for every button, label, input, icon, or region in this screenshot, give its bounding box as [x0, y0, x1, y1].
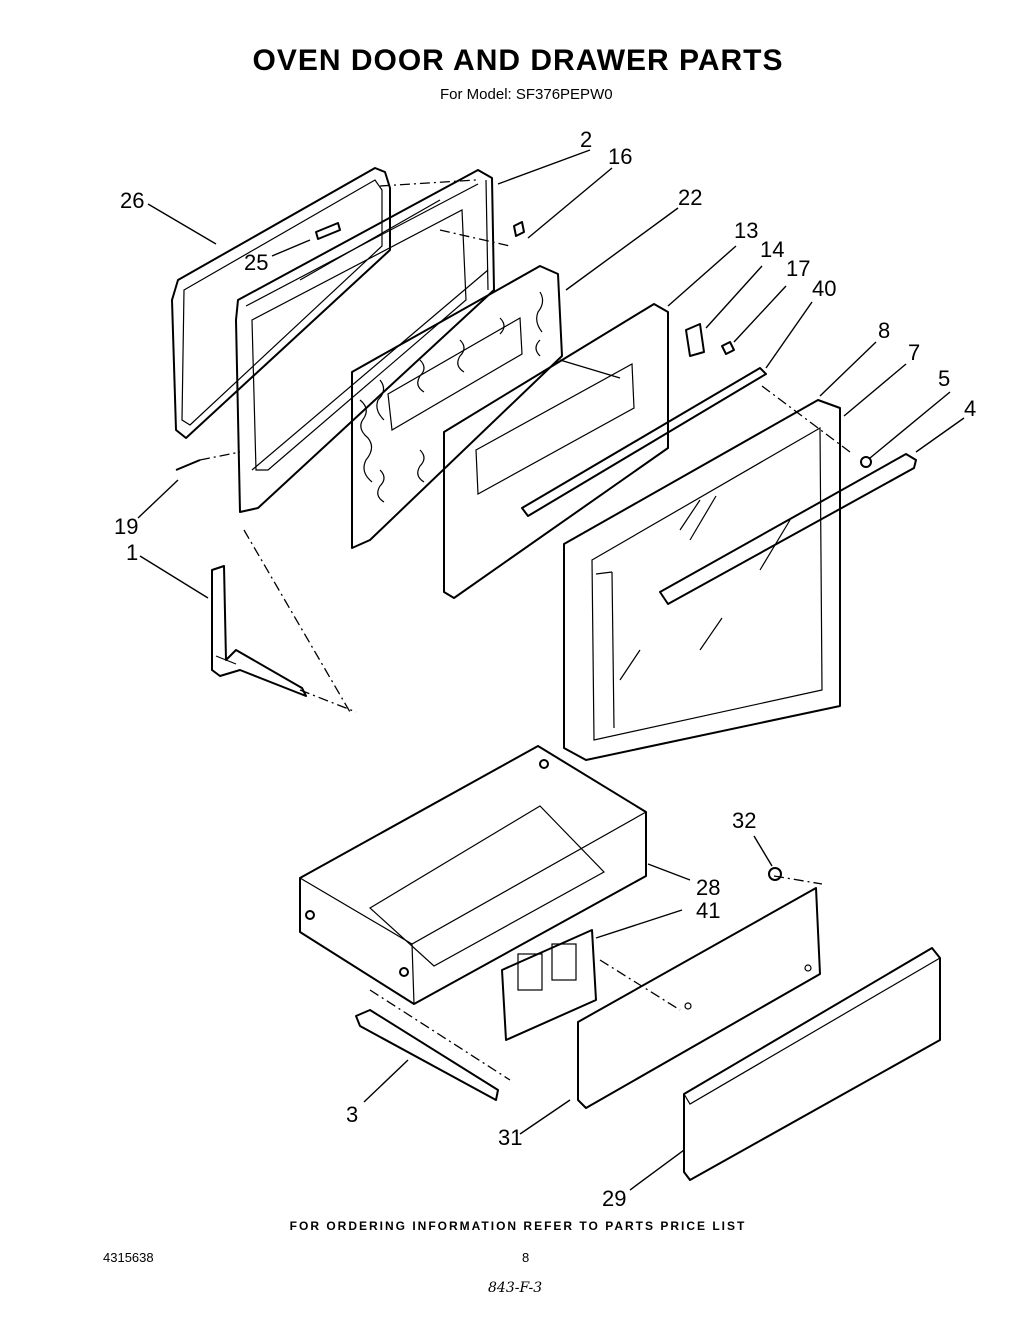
part-28-drawer [299, 745, 647, 1005]
part-26-gasket [171, 167, 391, 439]
callout-labels: 2 16 26 25 22 13 14 17 40 8 7 5 4 19 1 3… [114, 127, 976, 1211]
callout-1: 1 [126, 540, 138, 565]
callout-14: 14 [760, 237, 784, 262]
part-29-drawer-front [683, 947, 941, 1181]
callout-17: 17 [786, 256, 810, 281]
callout-32: 32 [732, 808, 756, 833]
part-4-handle [659, 453, 917, 605]
part-32-nut [768, 867, 782, 881]
part-41-bracket [501, 929, 597, 1041]
callout-25: 25 [244, 250, 268, 275]
page-number: 8 [522, 1250, 530, 1265]
part-31-drawer-panel [577, 887, 821, 1109]
callout-40: 40 [812, 276, 836, 301]
callout-26: 26 [120, 188, 144, 213]
assembly-lines [199, 179, 851, 1081]
doc-number: 4315638 [103, 1250, 154, 1265]
page-title: OVEN DOOR AND DRAWER PARTS [252, 44, 784, 77]
callout-3: 3 [346, 1102, 358, 1127]
part-16-clip [513, 221, 525, 237]
part-8-outer-door [563, 399, 841, 761]
part-5-screw [860, 456, 872, 468]
callout-2: 2 [580, 127, 592, 152]
callout-16: 16 [608, 144, 632, 169]
callout-31: 31 [498, 1125, 522, 1150]
callout-22: 22 [678, 185, 702, 210]
part-2-door-frame [235, 169, 495, 513]
callout-29: 29 [602, 1186, 626, 1211]
callout-8: 8 [878, 318, 890, 343]
callout-4: 4 [964, 396, 976, 421]
part-19-screw [175, 459, 201, 471]
part-1-hinge [211, 565, 307, 697]
leader-lines [137, 149, 965, 1191]
ordering-note: FOR ORDERING INFORMATION REFER TO PARTS … [289, 1219, 747, 1233]
callout-28: 28 [696, 875, 720, 900]
part-3-slide [355, 1009, 499, 1101]
model-line: For Model: SF376PEPW0 [440, 86, 613, 103]
callout-7: 7 [908, 340, 920, 365]
part-13-door-panel [443, 303, 669, 599]
part-14-hinge-bracket [685, 323, 705, 357]
handwritten-code: 843-F-3 [488, 1280, 543, 1296]
part-25-clip [315, 222, 341, 240]
callout-13: 13 [734, 218, 758, 243]
part-17-nut [721, 341, 735, 355]
part-22-insulation [351, 265, 563, 549]
callout-5: 5 [938, 366, 950, 391]
callout-41: 41 [696, 898, 720, 923]
callout-19: 19 [114, 514, 138, 539]
part-40-rail [521, 367, 767, 517]
